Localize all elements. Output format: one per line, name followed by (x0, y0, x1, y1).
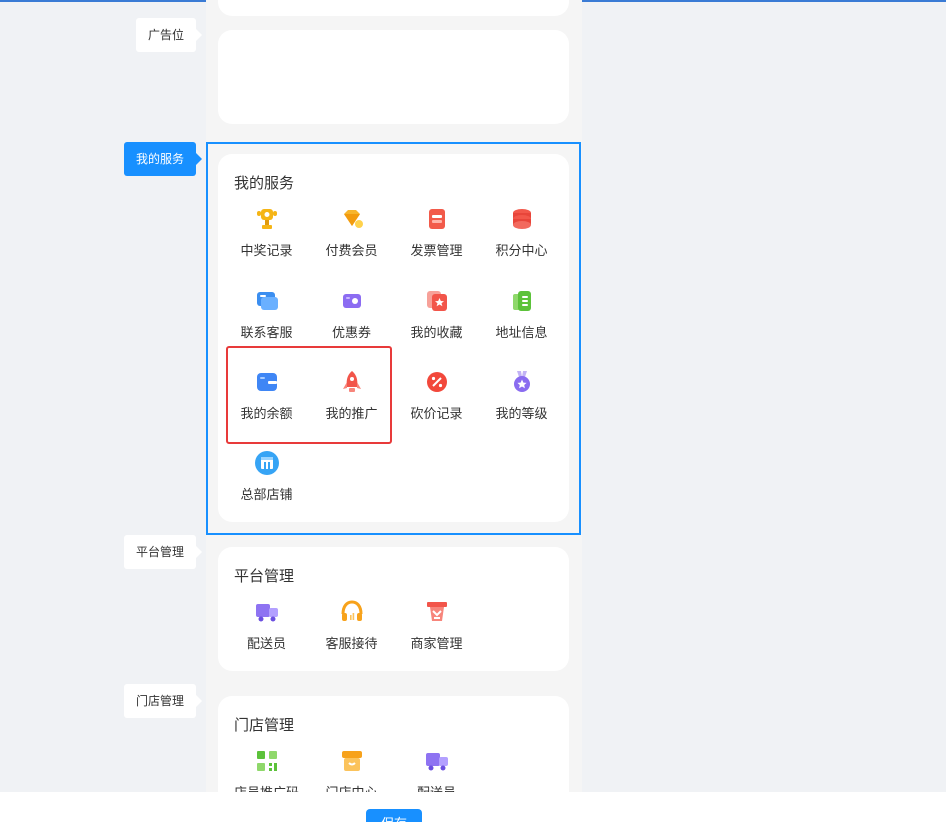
save-button[interactable]: 保存 (366, 809, 422, 822)
service-item-balance[interactable]: 我的余额 (224, 369, 309, 422)
service-label: 总部店铺 (240, 488, 293, 503)
service-label: 优惠券 (331, 326, 371, 341)
service-label: 积分中心 (495, 244, 548, 259)
service-label: 我的推广 (325, 407, 378, 422)
invoice-icon (428, 209, 445, 229)
my-services-card[interactable]: 我的服务 中奖记录 付费会员 发票管理 积分中心 联系客服 优惠券 我的收藏 地… (218, 154, 569, 522)
coupon-icon (342, 294, 361, 308)
qrcode-icon (256, 751, 277, 771)
trophy-icon (256, 209, 277, 229)
tag-ad[interactable]: 广告位 (136, 18, 203, 52)
platform-label: 商家管理 (410, 637, 463, 652)
service-item-hq-store[interactable]: 总部店铺 (224, 450, 309, 503)
platform-item-merchant[interactable]: 商家管理 (394, 599, 479, 652)
service-item-invoice[interactable]: 发票管理 (394, 206, 479, 259)
merchant-icon (426, 602, 447, 621)
platform-title: 平台管理 (234, 567, 295, 585)
favorite-icon (426, 291, 447, 311)
service-item-promotion[interactable]: 我的推广 (309, 369, 394, 422)
shop-icon (341, 751, 362, 771)
service-label: 中奖记录 (240, 244, 293, 259)
platform-item-delivery[interactable]: 配送员 (224, 599, 309, 652)
diamond-icon (343, 210, 363, 228)
tag-my-services[interactable]: 我的服务 (124, 142, 203, 176)
platform-item-service-reception[interactable]: 客服接待 (309, 599, 394, 652)
service-label: 地址信息 (495, 326, 548, 341)
service-label: 我的收藏 (410, 326, 463, 341)
service-label: 发票管理 (410, 244, 463, 259)
platform-card[interactable]: 平台管理 配送员 客服接待 商家管理 (218, 547, 569, 671)
service-item-bargain[interactable]: 砍价记录 (394, 369, 479, 422)
service-item-coupon[interactable]: 优惠券 (309, 288, 394, 341)
coins-icon (512, 209, 531, 229)
service-item-level[interactable]: 我的等级 (479, 369, 564, 422)
store-title: 门店管理 (234, 716, 295, 734)
platform-label: 配送员 (246, 637, 286, 652)
medal-icon (513, 371, 530, 392)
service-label: 联系客服 (240, 326, 293, 341)
service-item-favorites[interactable]: 我的收藏 (394, 288, 479, 341)
service-item-customer-service[interactable]: 联系客服 (224, 288, 309, 341)
headset-icon (341, 600, 362, 621)
selected-component-outline (206, 142, 581, 535)
service-item-prize[interactable]: 中奖记录 (224, 206, 309, 259)
address-book-icon (512, 291, 531, 311)
my-services-title: 我的服务 (234, 174, 295, 192)
store-icon (254, 451, 279, 475)
service-label: 我的余额 (240, 407, 293, 422)
chat-icon (256, 292, 278, 310)
service-item-paid-member[interactable]: 付费会员 (309, 206, 394, 259)
tag-platform[interactable]: 平台管理 (124, 535, 203, 569)
service-item-address[interactable]: 地址信息 (479, 288, 564, 341)
discount-icon (426, 372, 447, 392)
service-label: 我的等级 (495, 407, 548, 422)
platform-label: 客服接待 (325, 637, 378, 652)
service-label: 砍价记录 (410, 407, 463, 422)
footer-bar (0, 792, 946, 822)
rocket-icon (342, 371, 361, 392)
wallet-icon (256, 373, 277, 391)
service-item-points[interactable]: 积分中心 (479, 206, 564, 259)
ad-card[interactable] (218, 30, 569, 124)
delivery-truck-icon (255, 604, 278, 622)
tag-store[interactable]: 门店管理 (124, 684, 203, 718)
delivery-truck-icon (425, 753, 448, 771)
highlight-annotation-box (226, 346, 392, 444)
top-card[interactable] (218, 0, 569, 16)
service-label: 付费会员 (325, 244, 378, 259)
